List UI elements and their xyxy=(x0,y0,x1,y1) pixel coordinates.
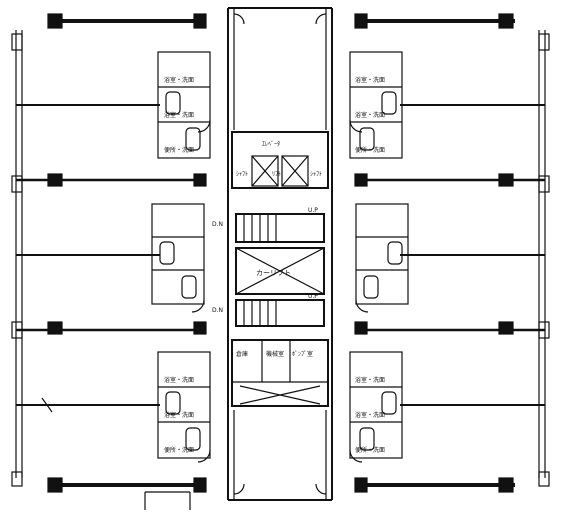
right-bottom-bath-b: 浴室・洗面 xyxy=(355,411,385,419)
car-lift-label: カーリフト xyxy=(256,269,291,277)
right-wing xyxy=(349,13,550,493)
up-mark-lower: U.P xyxy=(308,293,318,300)
machine-room-label: 機械室 xyxy=(266,350,284,358)
dn-mark-lower: D.N xyxy=(212,307,223,314)
room-labels: 浴室・洗面 浴室・洗面 便所・洗面 浴室・洗面 浴室・洗面 便所・洗面 浴室・洗… xyxy=(164,76,385,454)
left-bottom-bath-a: 浴室・洗面 xyxy=(164,376,194,384)
left-bottom-toilet: 便所・洗面 xyxy=(164,446,194,454)
left-top-bath-b: 浴室・洗面 xyxy=(164,111,194,119)
right-bottom-bath-a: 浴室・洗面 xyxy=(355,376,385,384)
pump-room-label: ﾎﾟﾝﾌﾟ室 xyxy=(292,350,313,358)
central-core xyxy=(227,7,333,501)
elevator-hall-label: ｴﾚﾍﾞｰﾀ xyxy=(262,141,280,148)
right-top-bath-b: 浴室・洗面 xyxy=(355,111,385,119)
storage-label: 倉庫 xyxy=(236,350,248,358)
elevator-car-label: ﾘﾌﾄ xyxy=(272,171,281,178)
dn-mark-upper: D.N xyxy=(212,221,223,228)
left-top-toilet: 便所・洗面 xyxy=(164,146,194,154)
shaft-a-label: ｼｬﾌﾄ xyxy=(236,171,248,178)
right-bottom-toilet: 便所・洗面 xyxy=(355,446,385,454)
up-mark-upper: U.P xyxy=(308,207,318,214)
right-top-bath-a: 浴室・洗面 xyxy=(355,76,385,84)
shaft-b-label: ｼｬﾌﾄ xyxy=(310,171,322,178)
left-wing xyxy=(11,13,211,510)
left-top-bath-a: 浴室・洗面 xyxy=(164,76,194,84)
right-top-toilet: 便所・洗面 xyxy=(355,146,385,154)
left-bottom-bath-b: 浴室・洗面 xyxy=(164,411,194,419)
